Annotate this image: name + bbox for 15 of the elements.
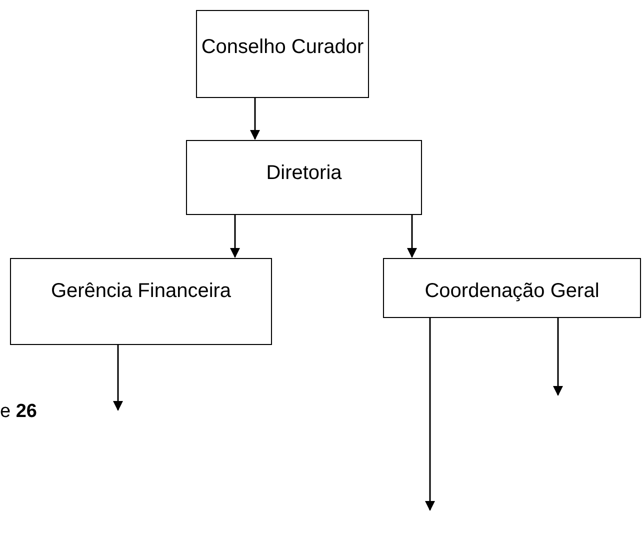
arrow xyxy=(230,215,240,258)
arrow xyxy=(250,98,260,140)
arrow xyxy=(425,318,435,511)
org-box xyxy=(186,140,422,215)
org-box xyxy=(196,10,369,98)
arrow xyxy=(407,215,417,258)
org-box xyxy=(10,258,272,345)
org-box xyxy=(383,258,641,318)
box-label: Gerência Financeira xyxy=(50,279,232,304)
box-label: Conselho Curador xyxy=(201,35,364,60)
box-label: Diretoria xyxy=(266,161,342,186)
box-label: Coordenação Geral xyxy=(424,279,600,304)
text-fragment: e 26 xyxy=(0,400,37,424)
arrow xyxy=(553,318,563,396)
arrow xyxy=(113,345,123,411)
